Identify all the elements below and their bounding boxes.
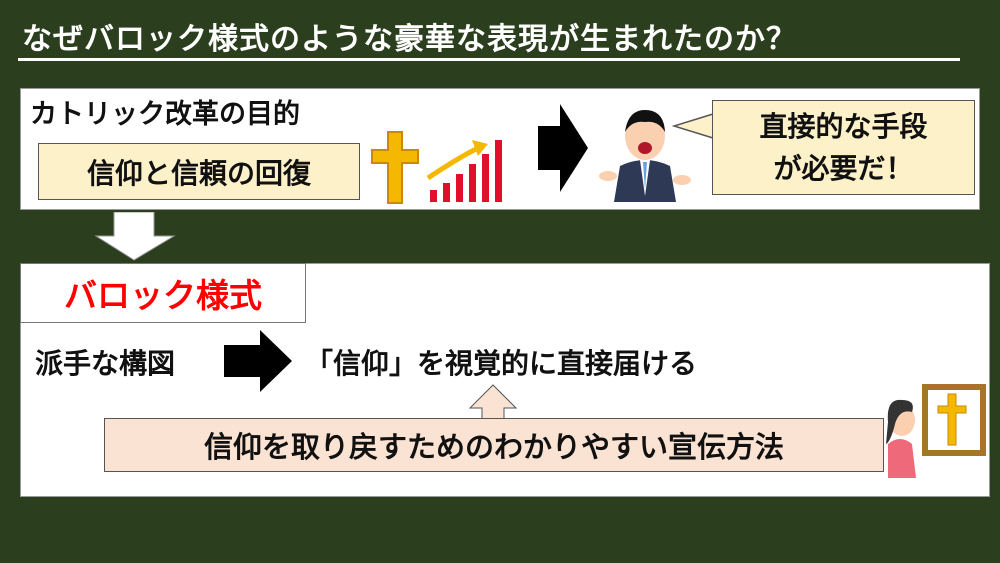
speech-line: が必要だ！ <box>773 151 914 185</box>
cross-icon <box>371 131 419 204</box>
speech-bubble: 直接的な手段 が必要だ！ <box>712 100 975 195</box>
cross-growth-illustration <box>371 131 502 204</box>
right-arrow-icon <box>538 104 588 192</box>
title-underline <box>18 58 960 61</box>
down-arrow-icon <box>94 212 176 261</box>
praying-girl-illustration <box>886 384 986 478</box>
cause-text: 派手な構図 <box>35 347 176 380</box>
goal-box: 信仰と信頼の回復 <box>38 143 360 200</box>
effect-text: 「信仰」を視覚的に直接届ける <box>305 347 698 380</box>
slide-title: なぜバロック様式のような豪華な表現が生まれたのか？ <box>22 22 797 57</box>
speech-line: 直接的な手段 <box>759 109 928 143</box>
baroque-heading: バロック様式 <box>20 263 306 323</box>
up-arrow-icon <box>468 384 518 420</box>
method-box: 信仰を取り戻すためのわかりやすい宣伝方法 <box>104 418 884 472</box>
panel-heading: カトリック改革の目的 <box>30 99 300 130</box>
speech-bubble-tail <box>672 113 714 139</box>
right-arrow-icon <box>224 330 292 392</box>
cross-icon <box>937 393 967 446</box>
growth-chart-icon <box>430 140 502 202</box>
businessman-illustration <box>599 110 691 202</box>
